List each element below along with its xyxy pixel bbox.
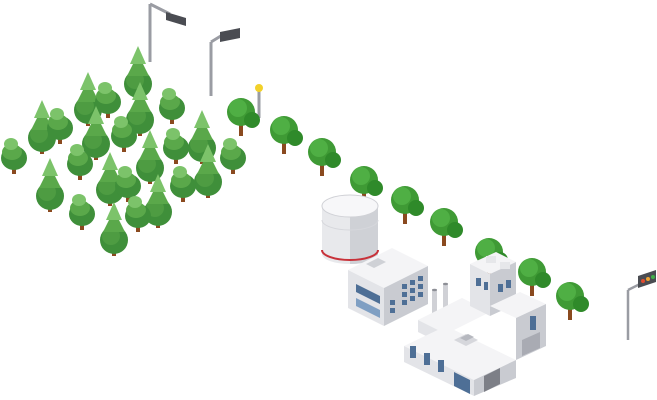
round-tree-icon bbox=[170, 166, 196, 202]
round-tree-icon bbox=[125, 196, 151, 232]
forest bbox=[1, 46, 246, 256]
street-lamp-icon bbox=[255, 84, 263, 118]
conifer-tree-icon bbox=[100, 202, 128, 256]
round-tree-icon bbox=[518, 258, 551, 296]
round-tree-icon bbox=[430, 208, 463, 246]
street-lamp-icon bbox=[148, 2, 186, 62]
round-tree-icon bbox=[270, 116, 303, 154]
office-building-icon bbox=[348, 248, 428, 326]
round-tree-icon bbox=[308, 138, 341, 176]
round-tree-icon bbox=[220, 138, 246, 174]
round-tree-icon bbox=[391, 186, 424, 224]
street-lamp-icon bbox=[209, 28, 240, 96]
factory-icon bbox=[404, 252, 546, 396]
round-tree-icon bbox=[69, 194, 95, 230]
round-tree-icon bbox=[227, 98, 260, 136]
round-tree-icon bbox=[163, 128, 189, 164]
conifer-tree-icon bbox=[36, 158, 64, 212]
round-tree-icon bbox=[1, 138, 27, 174]
conifer-tree-icon bbox=[136, 130, 164, 184]
traffic-light-icon bbox=[626, 270, 656, 340]
storage-tank-icon bbox=[321, 194, 379, 264]
round-tree-icon bbox=[159, 88, 185, 124]
round-tree-icon bbox=[556, 282, 589, 320]
